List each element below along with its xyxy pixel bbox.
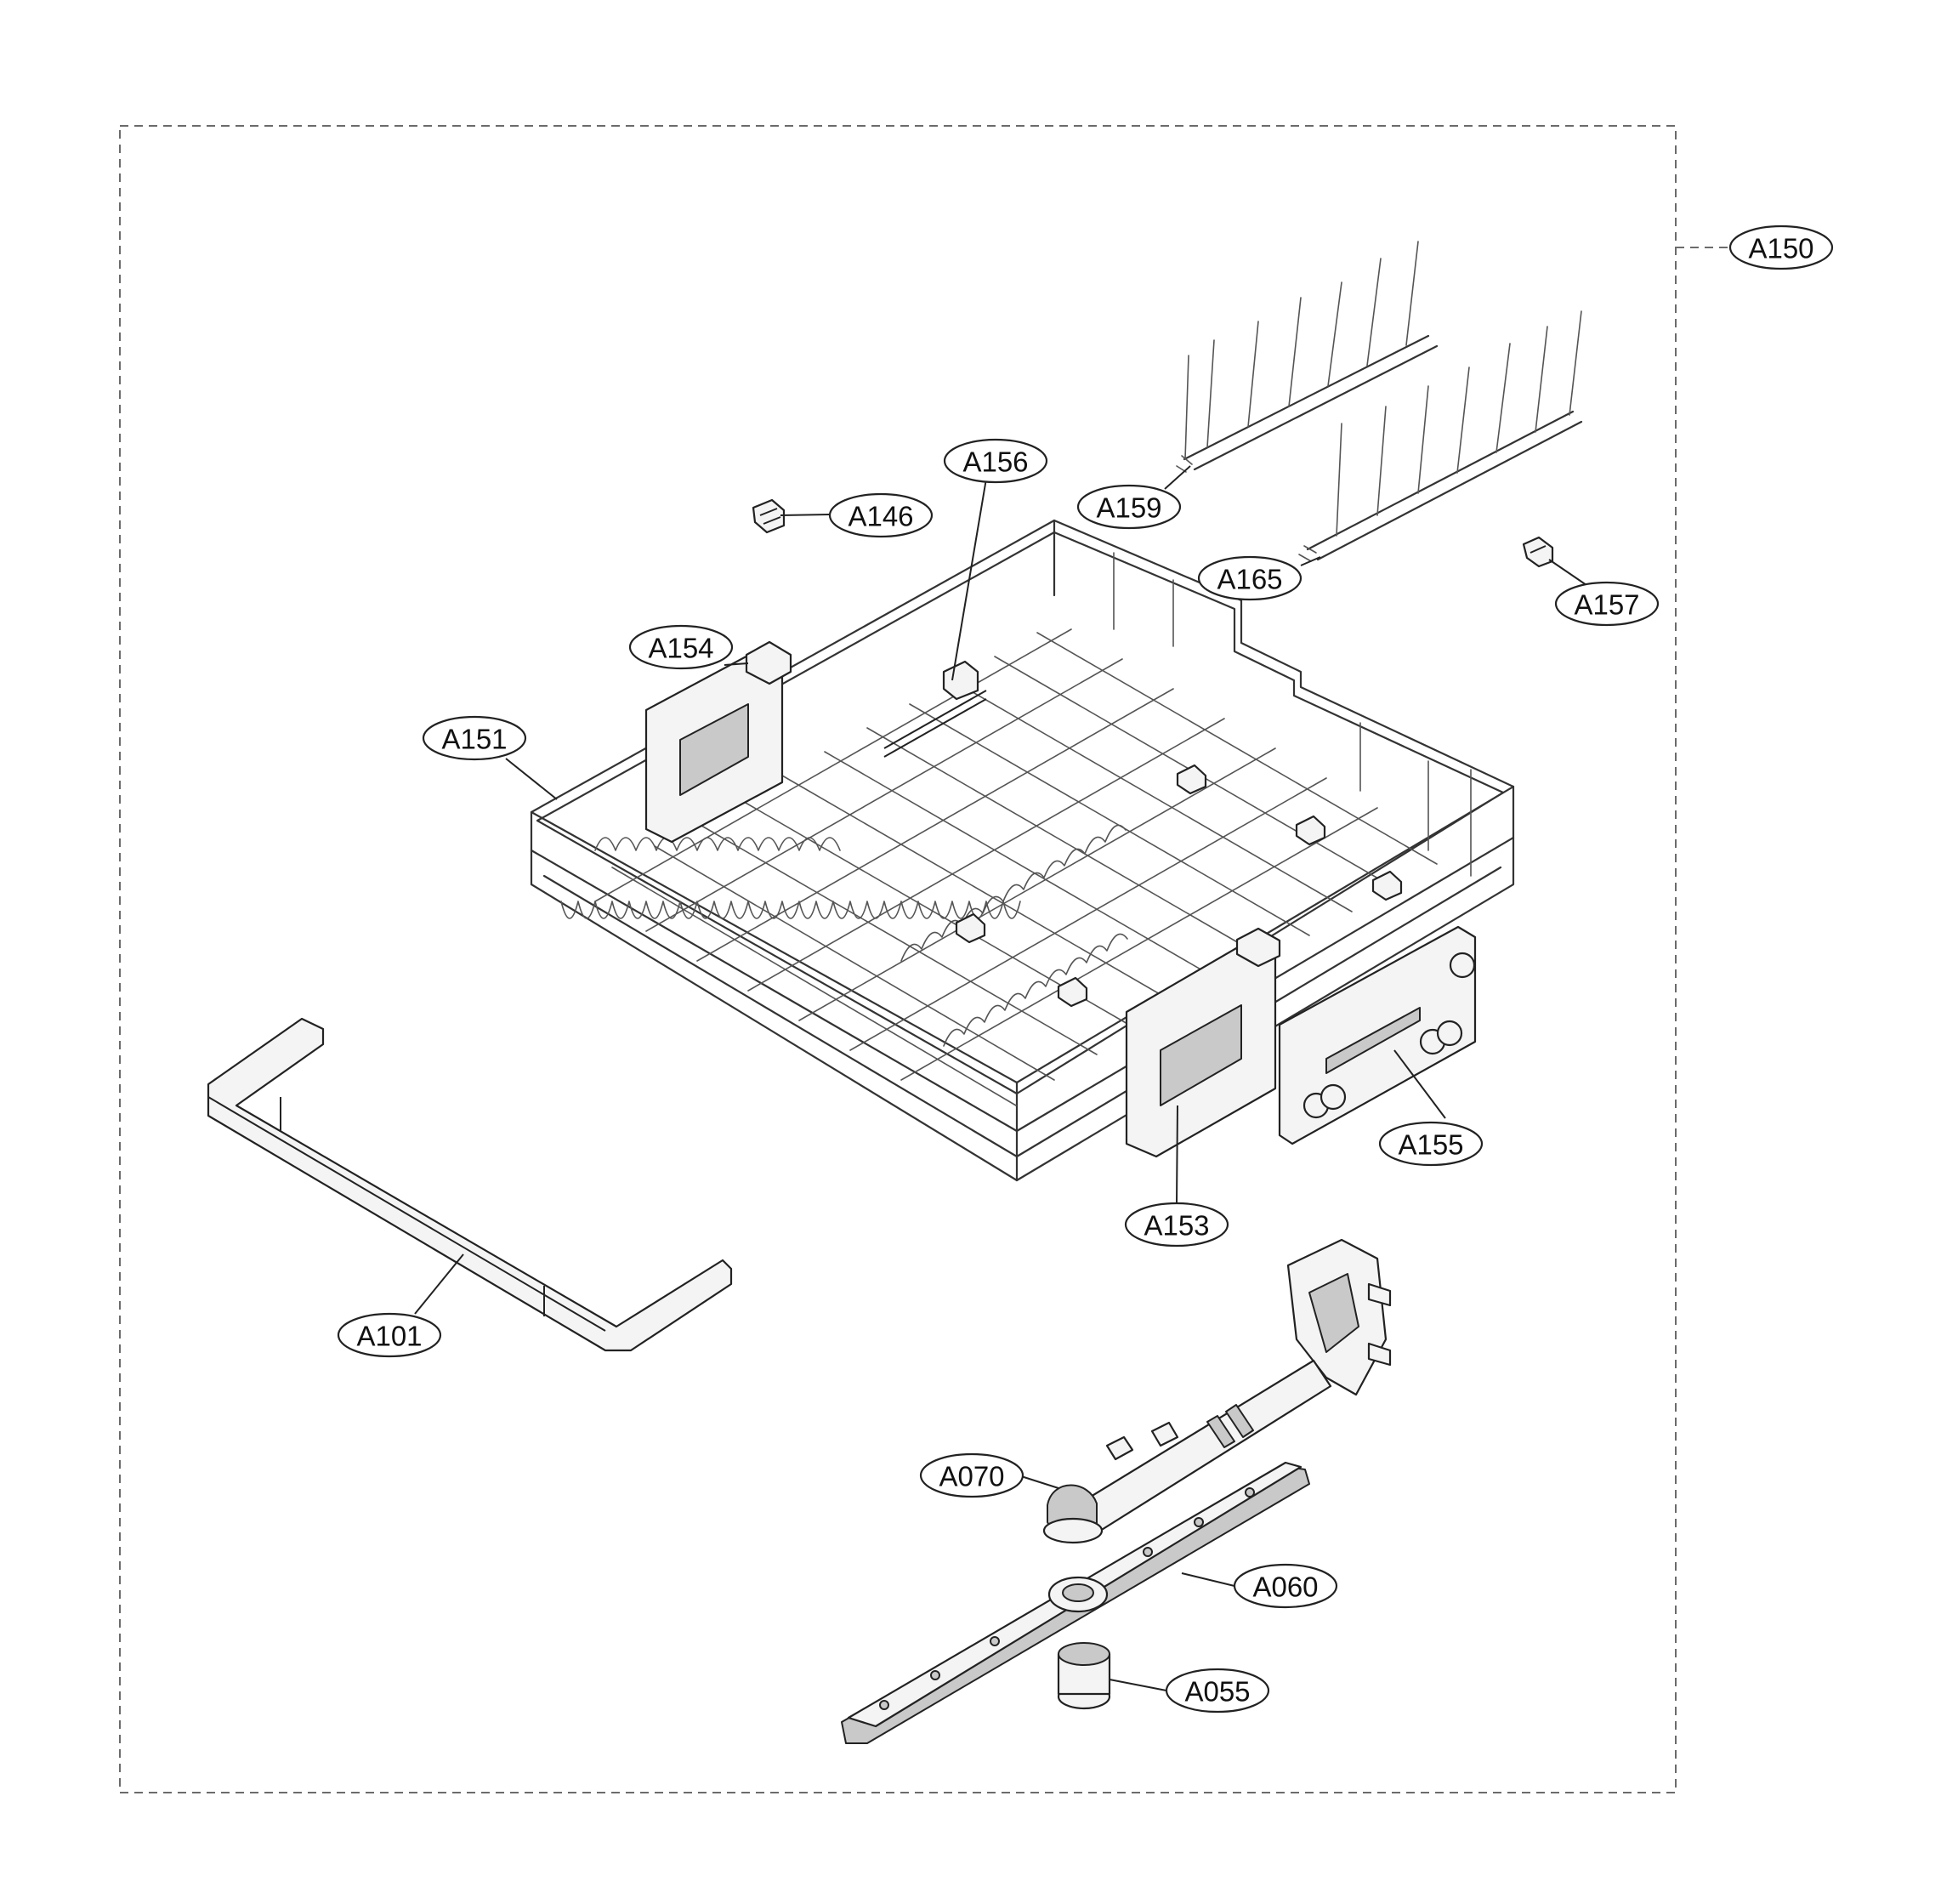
- callout-a154: A154: [628, 624, 734, 670]
- callout-a101: A101: [337, 1312, 442, 1358]
- callout-a157: A157: [1554, 581, 1660, 627]
- spray-arm-hub: [1057, 1642, 1111, 1710]
- spray-supply-tube: [1042, 1238, 1392, 1544]
- leader-lines: [414, 465, 1587, 1691]
- callout-a159-label: A159: [1096, 492, 1161, 524]
- callout-a150: A150: [1728, 225, 1834, 270]
- callout-a060-label: A060: [1252, 1572, 1318, 1603]
- clip-a157: [1522, 536, 1554, 568]
- callout-a159: A159: [1076, 484, 1182, 530]
- callout-a055: A055: [1165, 1668, 1270, 1714]
- callout-a151: A151: [422, 715, 527, 761]
- spray-arm: [841, 1461, 1310, 1744]
- tine-rack-a165: [1298, 310, 1583, 562]
- tine-rack-a159: [1176, 241, 1439, 473]
- callout-a150-label: A150: [1748, 233, 1813, 264]
- callout-a155: A155: [1378, 1121, 1484, 1167]
- callout-a060: A060: [1233, 1563, 1338, 1609]
- callout-a055-label: A055: [1184, 1676, 1250, 1708]
- callout-a153: A153: [1124, 1202, 1229, 1248]
- upper-rack: [530, 519, 1515, 1182]
- callout-a154-label: A154: [648, 633, 713, 664]
- callout-a156-label: A156: [962, 446, 1028, 478]
- callout-a157-label: A157: [1574, 589, 1639, 621]
- callout-a146-label: A146: [848, 501, 913, 532]
- callout-a151-label: A151: [441, 724, 507, 755]
- callout-a070: A070: [919, 1452, 1024, 1498]
- callout-a165-label: A165: [1217, 564, 1282, 595]
- callout-a146: A146: [828, 492, 934, 538]
- assembly-boundary: [119, 125, 1677, 1793]
- callout-a165: A165: [1197, 555, 1303, 601]
- callout-a070-label: A070: [939, 1461, 1004, 1492]
- callout-a101-label: A101: [356, 1321, 422, 1352]
- callout-a155-label: A155: [1398, 1129, 1463, 1161]
- clip-a146: [752, 498, 786, 534]
- callout-a153-label: A153: [1144, 1210, 1209, 1242]
- rack-handle: [207, 1017, 733, 1352]
- callout-a156: A156: [943, 438, 1048, 484]
